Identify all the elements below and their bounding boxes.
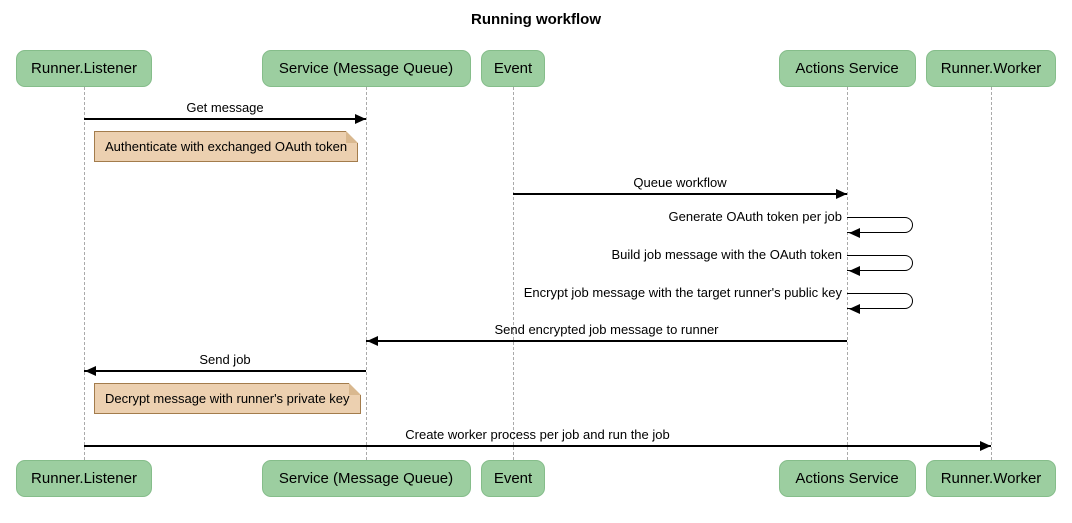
participant-top-listener: Runner.Listener <box>16 50 152 87</box>
message-line <box>513 193 847 195</box>
note-fold-corner-icon <box>348 383 361 395</box>
lifeline-event <box>513 87 514 460</box>
message-label: Send encrypted job message to runner <box>494 322 719 337</box>
note-text: Decrypt message with runner's private ke… <box>105 391 350 406</box>
participant-bottom-event: Event <box>481 460 545 497</box>
arrowhead-left-icon <box>85 366 96 376</box>
participant-bottom-worker: Runner.Worker <box>926 460 1056 497</box>
self-loop <box>847 293 913 309</box>
participant-top-event: Event <box>481 50 545 87</box>
message-line <box>84 118 366 120</box>
participant-top-worker: Runner.Worker <box>926 50 1056 87</box>
participant-bottom-service: Service (Message Queue) <box>261 460 471 497</box>
participant-bottom-listener: Runner.Listener <box>16 460 152 497</box>
lifeline-service <box>366 87 367 460</box>
arrowhead-left-icon <box>367 336 378 346</box>
message-line <box>84 370 366 372</box>
arrowhead-right-icon <box>355 114 366 124</box>
self-loop <box>847 217 913 233</box>
self-message-label: Generate OAuth token per job <box>668 209 842 224</box>
participant-top-actions: Actions Service <box>778 50 916 87</box>
lifeline-actions <box>847 87 848 460</box>
participant-top-service: Service (Message Queue) <box>261 50 471 87</box>
arrowhead-right-icon <box>980 441 991 451</box>
arrowhead-right-icon <box>836 189 847 199</box>
self-loop <box>847 255 913 271</box>
message-line <box>84 445 991 447</box>
self-message-label: Encrypt job message with the target runn… <box>523 285 842 300</box>
arrowhead-left-icon <box>849 304 860 314</box>
arrowhead-left-icon <box>849 228 860 238</box>
message-label: Send job <box>199 352 251 367</box>
message-label: Queue workflow <box>633 175 727 190</box>
diagram-title: Running workflow <box>471 11 601 28</box>
note: Authenticate with exchanged OAuth token <box>94 131 359 162</box>
lifeline-listener <box>84 87 85 460</box>
message-label: Create worker process per job and run th… <box>405 427 670 442</box>
arrowhead-left-icon <box>849 266 860 276</box>
note-fold-corner-icon <box>346 131 359 143</box>
message-line <box>366 340 847 342</box>
lifeline-worker <box>991 87 992 460</box>
participant-bottom-actions: Actions Service <box>778 460 916 497</box>
note-text: Authenticate with exchanged OAuth token <box>105 139 348 154</box>
self-message-label: Build job message with the OAuth token <box>611 247 842 262</box>
message-label: Get message <box>186 100 264 115</box>
note: Decrypt message with runner's private ke… <box>94 383 361 414</box>
